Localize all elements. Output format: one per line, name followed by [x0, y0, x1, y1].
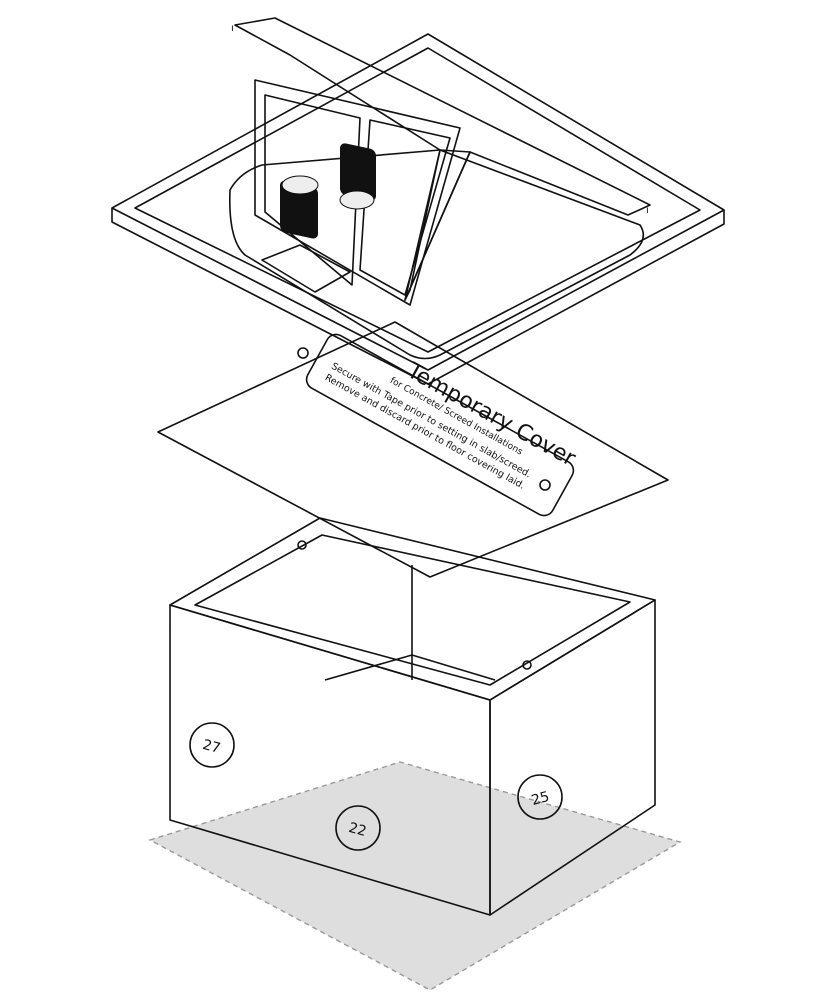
svg-text:22: 22 — [347, 820, 368, 840]
svg-text:ı: ı — [646, 205, 649, 216]
knockout-22: 22 — [335, 805, 381, 851]
hinged-lid — [234, 17, 651, 301]
svg-text:27: 27 — [201, 737, 222, 757]
knockout-25: 25 — [517, 774, 563, 820]
floor-footprint-shadow — [148, 761, 682, 991]
data-socket-1 — [280, 175, 319, 239]
temporary-cover-plate: Temporary Cover for Concrete/ Screed Ins… — [157, 321, 669, 578]
knockout-27: 27 — [189, 722, 235, 768]
floor-box-lid-frame: ı ı — [111, 17, 725, 385]
svg-text:ı: ı — [231, 23, 234, 34]
back-box: 27 22 25 — [169, 517, 656, 916]
svg-text:25: 25 — [530, 789, 551, 809]
data-socket-2 — [339, 143, 376, 210]
